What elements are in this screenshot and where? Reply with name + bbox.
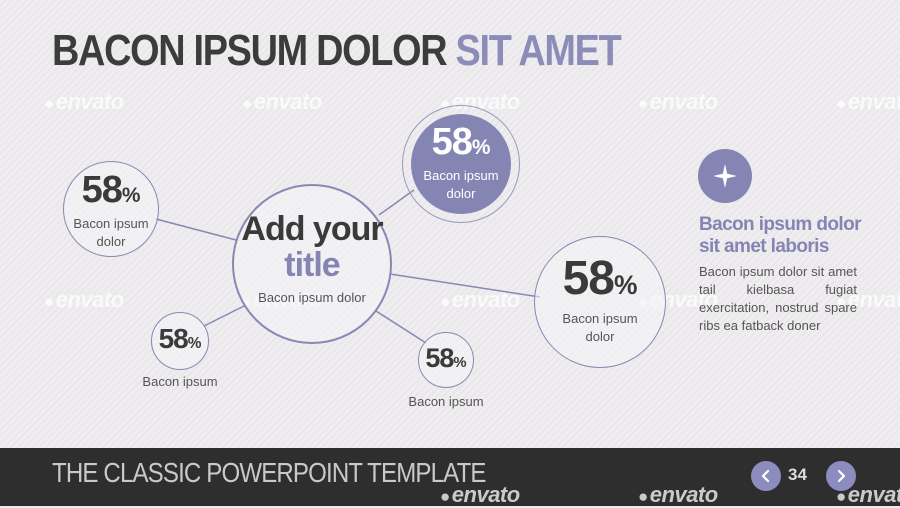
stat-label-line2: dolor [446,186,476,201]
sparkle-icon [698,149,752,203]
page-number: 34 [788,465,807,484]
stat-node-top[interactable]: 58% Bacon ipsum dolor [411,114,511,214]
stat-label-line1: Bacon ipsum [423,168,499,183]
center-node-label: Bacon ipsum dolor [258,290,366,305]
watermark-text: envato [836,482,900,508]
stat-label: Bacon ipsum [142,374,218,389]
stat-value: 58% [431,121,491,163]
watermark-text: envato [440,482,520,508]
stat-node-left[interactable]: 58% Bacon ipsum dolor [63,161,159,257]
prev-slide-button[interactable] [751,461,781,491]
stat-value: 58% [81,169,141,211]
stat-label-line2: dolor [96,234,126,249]
footer-title: THE CLASSIC POWERPOINT TEMPLATE [52,457,486,488]
connector-line [375,310,427,344]
center-node-title-line2: title [284,246,340,284]
center-node-title-line1: Add your [241,210,383,248]
slide-title-main: BACON IPSUM DOLOR [52,26,448,75]
stat-label: Bacon ipsum [408,394,484,409]
stat-node-top-outline [402,105,520,223]
connector-line [155,218,237,241]
stat-label-line1: Bacon ipsum [562,311,638,326]
side-panel-body: Bacon ipsum dolor sit amet tail kielbasa… [699,264,857,333]
stat-value: 58% [562,252,638,305]
watermark-text: envato [638,89,718,115]
footer-bar: THE CLASSIC POWERPOINT TEMPLATE envato e… [0,448,900,508]
stat-value: 58% [158,322,202,354]
watermark-text: envato [440,287,520,313]
slide-title: BACON IPSUM DOLOR SIT AMET [52,26,622,76]
next-slide-button[interactable] [826,461,856,491]
connector-line [203,304,247,327]
stat-label-line1: Bacon ipsum [73,216,149,231]
watermark-text: envato [242,89,322,115]
slide-canvas: envato envato envato envato envato envat… [0,0,900,448]
watermark-text: envato [836,287,900,313]
connector-lines [155,189,541,344]
watermark-text: envato [44,89,124,115]
stat-node-bottom-middle[interactable]: 58% [418,332,474,388]
watermark-text: envato [44,287,124,313]
chevron-left-icon [761,469,770,483]
stat-node-bottom-left[interactable]: 58% [151,312,209,370]
connector-line [389,273,541,298]
watermark-text: envato [836,89,900,115]
connector-line [378,189,415,216]
slide-title-accent: SIT AMET [455,26,622,75]
stat-value: 58% [425,342,467,373]
chevron-right-icon [837,469,846,483]
stat-label-line2: dolor [585,329,615,344]
center-node[interactable]: Add your title Bacon ipsum dolor [232,184,392,344]
side-panel-heading: Bacon ipsum dolor sit amet laboris [699,214,861,257]
stat-node-right[interactable]: 58% Bacon ipsum dolor [534,236,666,368]
watermark-text: envato [638,482,718,508]
